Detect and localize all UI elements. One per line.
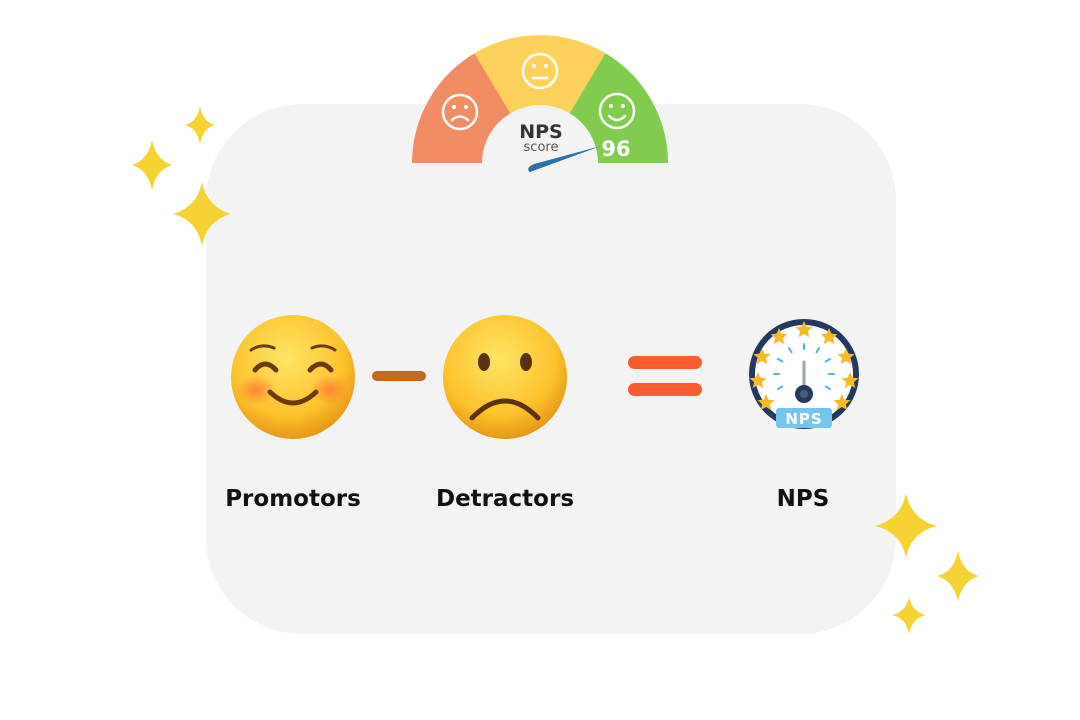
gauge-segment-detractors	[412, 53, 511, 164]
gauge-subtitle: score	[524, 140, 559, 155]
gauge-title: NPS	[519, 121, 563, 143]
gauge-value: 96	[601, 137, 630, 161]
promoters-label: Promotors	[225, 486, 361, 512]
gauge-segment-promoters	[569, 53, 668, 164]
sparkle-icon	[937, 551, 979, 602]
gauge-happy-face-icon	[598, 92, 636, 130]
nps-label: NPS	[776, 486, 830, 512]
gauge-segment-passives	[474, 35, 606, 114]
nps-speedometer-icon: NPS	[749, 319, 859, 429]
nps-gauge: NPS score 96	[412, 35, 668, 172]
sparkle-icon	[173, 182, 231, 246]
smiling-face-icon	[231, 315, 355, 439]
sparkle-icon	[185, 106, 215, 144]
nps-badge-text: NPS	[785, 410, 822, 428]
sparkle-icon	[892, 597, 926, 634]
equals-sign	[628, 356, 702, 396]
gauge-needle	[528, 146, 601, 172]
sparkle-icon	[132, 140, 172, 190]
rating-stars	[749, 321, 859, 411]
minus-sign	[372, 371, 426, 381]
sparkle-icon	[875, 493, 937, 558]
detractors-label: Detractors	[435, 486, 575, 512]
frowning-face-icon	[443, 315, 567, 439]
gauge-neutral-face-icon	[521, 52, 559, 90]
gauge-sad-face-icon	[441, 93, 479, 131]
